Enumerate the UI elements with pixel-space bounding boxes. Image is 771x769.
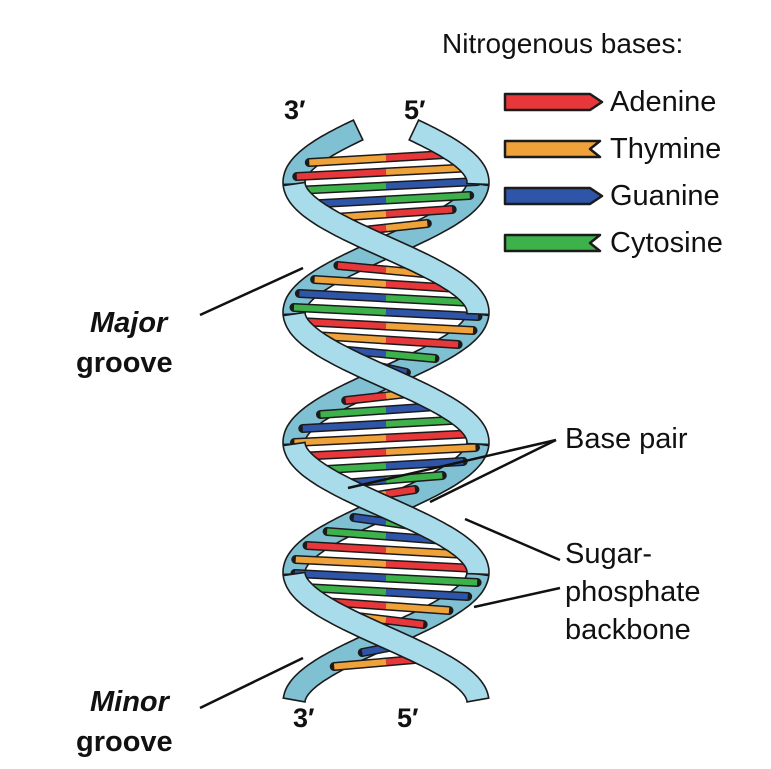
- base-half: [385, 603, 450, 614]
- base-half: [337, 262, 387, 273]
- base-half: [309, 155, 387, 166]
- base-half: [385, 589, 468, 600]
- base-half: [320, 407, 387, 418]
- minor-groove-label-line2: groove: [76, 726, 173, 758]
- base-half: [385, 178, 478, 189]
- legend-label-adenine: Adenine: [610, 86, 717, 118]
- backbone-ribbon-segment: [282, 311, 490, 446]
- backbone-ribbon-segment: [408, 119, 490, 186]
- base-half: [345, 393, 387, 404]
- base-half: [385, 458, 464, 469]
- base-half: [385, 444, 476, 455]
- backbone-leader-1: [464, 517, 561, 562]
- backbone-ribbon-segment: [282, 571, 490, 703]
- backbone-label-line2: phosphate: [565, 576, 701, 608]
- base-half: [294, 570, 387, 581]
- base-half: [385, 220, 428, 231]
- base-half: [293, 304, 387, 315]
- legend-label-thymine: Thymine: [610, 133, 722, 165]
- backbone-ribbon-segment: [282, 181, 490, 316]
- legend-swatch-cytosine: [503, 233, 602, 253]
- bottom-left-3prime: 3′: [293, 703, 315, 733]
- backbone-label-line1: Sugar-: [565, 538, 653, 570]
- major-groove-label-line1: Major: [90, 307, 168, 339]
- base-half: [385, 323, 474, 334]
- legend-swatch-adenine: [503, 92, 604, 112]
- bottom-right-5prime: 5′: [397, 703, 419, 733]
- base-half: [326, 528, 387, 539]
- backbone-label-line3: backbone: [565, 614, 691, 646]
- base-half: [296, 169, 387, 180]
- base-half: [294, 435, 387, 446]
- base-half: [306, 542, 387, 553]
- base-half: [333, 659, 387, 670]
- base-half: [385, 617, 424, 628]
- base-half: [294, 183, 387, 194]
- base-half: [385, 295, 473, 306]
- callout-lines: [199, 266, 561, 710]
- major-groove-leader: [199, 266, 304, 317]
- base-half: [385, 337, 459, 348]
- major-groove-label-line2: groove: [76, 347, 173, 379]
- base-half: [385, 351, 436, 362]
- base-half: [385, 192, 470, 203]
- top-right-5prime: 5′: [404, 95, 426, 125]
- legend-label-guanine: Guanine: [610, 180, 720, 212]
- legend-swatch-thymine: [503, 139, 602, 159]
- front-backbone-strand: [282, 119, 490, 703]
- legend-swatches: [503, 92, 604, 253]
- minor-groove-label-line1: Minor: [90, 686, 169, 718]
- base-pair-leader-2: [429, 438, 557, 504]
- base-half: [299, 290, 387, 301]
- base-half: [385, 486, 416, 497]
- base-half: [314, 276, 387, 287]
- base-half: [361, 645, 387, 656]
- legend-label-cytosine: Cytosine: [610, 227, 723, 259]
- base-half: [302, 421, 387, 432]
- base-pair-label: Base pair: [565, 423, 688, 455]
- base-half: [295, 556, 387, 567]
- backbone-leader-2: [473, 586, 561, 609]
- base-half: [298, 318, 387, 329]
- backbone-ribbon-segment: [282, 441, 490, 576]
- minor-groove-leader: [199, 656, 304, 710]
- top-left-3prime: 3′: [284, 95, 306, 125]
- legend-swatch-guanine: [503, 186, 604, 206]
- base-half: [353, 514, 387, 525]
- base-half: [385, 309, 479, 320]
- base-half: [385, 430, 478, 441]
- base-pair-leader-1: [347, 438, 557, 490]
- base-half: [385, 472, 443, 483]
- base-half: [385, 561, 477, 572]
- legend-title: Nitrogenous bases:: [442, 28, 684, 59]
- base-pairs: [289, 149, 483, 671]
- base-half: [385, 575, 478, 586]
- base-half: [385, 206, 453, 217]
